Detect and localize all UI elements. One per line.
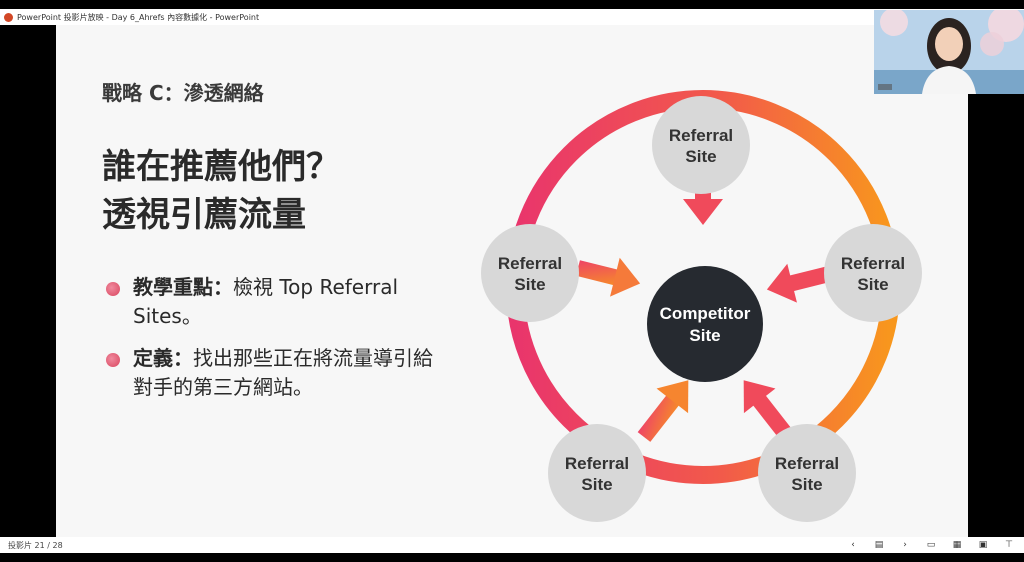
bullet-text: 檢視 Top Referral Sites。 (133, 275, 399, 328)
referral-label: Site (514, 275, 545, 294)
referral-node-right: Referral Site (824, 224, 922, 322)
referral-label: Referral (669, 126, 733, 145)
presenter-video (874, 10, 1024, 94)
bullet-label: 教學重點： (133, 275, 233, 299)
referral-node-top: Referral Site (652, 96, 750, 194)
notes-icon[interactable]: ▤ (874, 540, 884, 550)
headline-line-1: 誰在推薦他們？ (102, 147, 340, 187)
referral-label: Referral (498, 254, 562, 273)
competitor-node (647, 266, 763, 382)
referral-label: Referral (775, 454, 839, 473)
referral-label: Referral (565, 454, 629, 473)
presenter-image (874, 10, 1024, 94)
slideshow-stage: 戰略 C：滲透網絡 誰在推薦他們？ 透視引薦流量 教學重點：檢視 Top Ref… (0, 25, 1024, 537)
slide[interactable]: 戰略 C：滲透網絡 誰在推薦他們？ 透視引薦流量 教學重點：檢視 Top Ref… (56, 25, 968, 537)
competitor-label-1: Competitor (660, 304, 751, 323)
competitor-label-2: Site (689, 326, 720, 345)
referral-label: Referral (841, 254, 905, 273)
bullet-label: 定義： (133, 346, 193, 370)
status-bar: 投影片 21 / 28 ‹ ▤ › ▭ ▦ ▣ ⊤ (0, 537, 1024, 553)
referral-label: Site (685, 147, 716, 166)
slide-sorter-icon[interactable]: ▦ (952, 540, 962, 550)
status-toolbar: ‹ ▤ › ▭ ▦ ▣ ⊤ (846, 537, 1016, 553)
next-icon[interactable]: › (903, 540, 907, 550)
slide-kicker: 戰略 C：滲透網絡 (102, 81, 264, 105)
referral-label: Site (857, 275, 888, 294)
bullet-dot-icon (106, 282, 120, 296)
prev-icon[interactable]: ‹ (851, 540, 855, 550)
arrow-right (766, 263, 831, 303)
referral-label: Site (791, 475, 822, 494)
referral-network-diagram: Competitor Site Referral Site Referral S… (481, 90, 922, 522)
referral-node-left: Referral Site (481, 224, 579, 322)
headline-line-2: 透視引薦流量 (102, 195, 306, 235)
referral-label: Site (581, 475, 612, 494)
bullet-item: 定義：找出那些正在將流量導引給對手的第三方網站。 (106, 344, 446, 402)
reading-view-icon[interactable]: ▣ (978, 540, 988, 550)
bullet-dot-icon (106, 353, 120, 367)
slide-headline: 誰在推薦他們？ 透視引薦流量 (102, 143, 442, 239)
normal-view-icon[interactable]: ▭ (926, 540, 936, 550)
window-title: PowerPoint 投影片放映 - Day 6_Ahrefs 內容數據化 - … (17, 12, 260, 22)
presenter-view-icon[interactable]: ⊤ (1005, 540, 1013, 550)
powerpoint-app-icon (4, 12, 13, 22)
window-title-bar: PowerPoint 投影片放映 - Day 6_Ahrefs 內容數據化 - … (0, 9, 1024, 25)
referral-node-bottom-right: Referral Site (758, 424, 856, 522)
bullet-list: 教學重點：檢視 Top Referral Sites。 定義：找出那些正在將流量… (106, 273, 446, 415)
arrow-bottom-left (637, 380, 689, 442)
referral-node-bottom-left: Referral Site (548, 424, 646, 522)
bullet-item: 教學重點：檢視 Top Referral Sites。 (106, 273, 446, 331)
slide-counter: 投影片 21 / 28 (8, 540, 63, 550)
arrow-left (576, 257, 641, 297)
bullet-text: 找出那些正在將流量導引給對手的第三方網站。 (133, 346, 433, 399)
